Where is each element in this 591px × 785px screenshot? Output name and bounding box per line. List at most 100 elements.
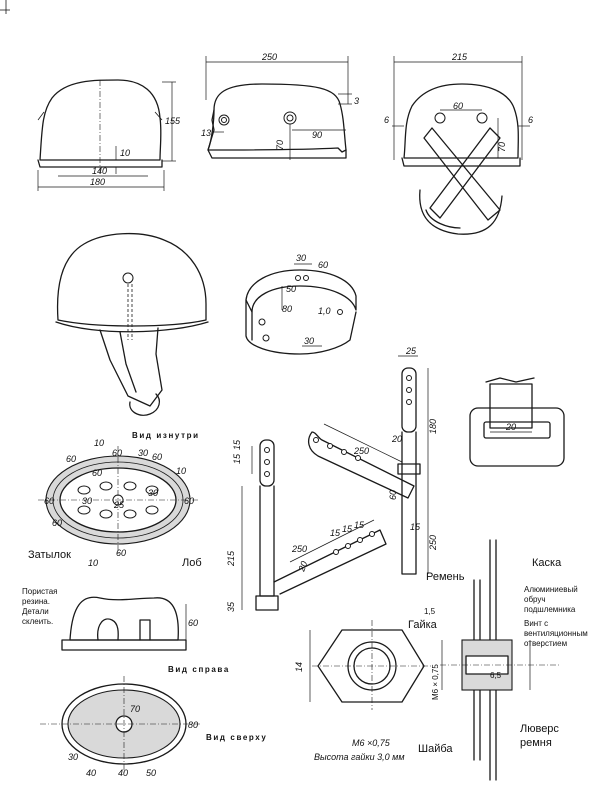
label-porous-2: резина.: [22, 597, 50, 606]
dim-ring-30-a: 30: [138, 448, 148, 458]
helmet-front-view: [37, 79, 176, 191]
label-nut-thread: M6 ×0,75: [352, 738, 391, 748]
dim-side-offset: 3: [354, 96, 359, 106]
label-washer: Шайба: [418, 743, 453, 755]
dim-band-50: 50: [286, 284, 296, 294]
dim-rear-margin-left: 6: [384, 115, 389, 125]
dim-ring-25: 25: [113, 500, 125, 510]
label-hoop-2: обруч: [524, 595, 546, 604]
dim-ring-60-e: 60: [52, 518, 62, 528]
label-porous-1: Пористая: [22, 587, 57, 596]
label-porous-4: склеить.: [22, 617, 53, 626]
label-nape: Затылок: [28, 549, 71, 561]
dim-strap-top-width: 25: [405, 346, 417, 356]
label-nut-height: Высота гайки 3,0 мм: [314, 752, 405, 762]
label-hoop-3: подшлемника: [524, 605, 576, 614]
dim-top-80: 80: [188, 720, 198, 730]
dim-side-hole-pos: 90: [312, 130, 322, 140]
dim-top-70: 70: [130, 704, 140, 714]
dim-rear-width: 215: [451, 52, 468, 62]
dim-ring-60-b: 60: [112, 448, 122, 458]
label-screw-2: вентиляционным: [524, 629, 588, 638]
dim-detail-6-5: 6,5: [490, 671, 502, 680]
dim-band-60: 60: [318, 260, 328, 270]
label-top-view: Вид сверху: [206, 733, 267, 742]
dim-strap-60: 60: [388, 490, 398, 500]
buckle-view: [469, 377, 565, 467]
label-right-view: Вид справа: [168, 665, 230, 674]
dim-ring-10-left: 10: [88, 558, 98, 568]
dim-band-30-lower: 30: [304, 336, 314, 346]
dim-ring-60-c: 60: [152, 452, 162, 462]
label-grommet-2: ремня: [520, 737, 552, 749]
dim-left-20: 20: [296, 560, 309, 574]
dim-left-35: 35: [226, 601, 236, 612]
dim-ring-60-left: 60: [44, 496, 54, 506]
dim-strap-250: 250: [353, 446, 369, 456]
label-forehead: Лоб: [182, 557, 202, 569]
dim-side-length: 250: [261, 52, 277, 62]
pad-top-view: [40, 676, 200, 774]
dim-top-40a: 40: [86, 768, 96, 778]
dim-strap-180: 180: [428, 419, 438, 434]
dim-front-gap: 10: [120, 148, 130, 158]
helmet-side-view: [205, 56, 352, 160]
dim-rear-hole-spacing: 60: [453, 101, 463, 111]
dim-strap-15: 15: [410, 522, 421, 532]
dim-left-250: 250: [291, 544, 307, 554]
nut-view: [309, 620, 432, 710]
left-strap-assembly: [241, 439, 387, 611]
dim-left-15d: 15: [342, 524, 353, 534]
dim-band-thickness: 1,0: [318, 306, 331, 316]
dim-front-base: 180: [90, 177, 105, 187]
dim-ring-60-a: 60: [66, 454, 76, 464]
helmet-with-straps-view: [55, 232, 209, 416]
dim-left-15a: 15: [232, 439, 242, 450]
label-inside-view: Вид изнутри: [132, 431, 200, 440]
dim-side-hole-height: 70: [275, 140, 285, 150]
dim-ring-10-top: 10: [94, 438, 104, 448]
dim-left-15b: 15: [232, 453, 242, 464]
pad-right-view: [61, 596, 187, 651]
chin-strap-assembly: [307, 355, 429, 575]
padding-ring-view: [38, 446, 200, 556]
dim-top-40b: 40: [118, 768, 128, 778]
label-grommet-1: Люверс: [520, 723, 559, 735]
dim-left-215: 215: [226, 550, 236, 567]
dim-ring-30-bottom: 30: [82, 496, 92, 506]
dim-left-15e: 15: [354, 520, 365, 530]
label-helmet: Каска: [532, 557, 562, 569]
dim-nut-14: 14: [294, 662, 304, 672]
dim-ring-60-bottom: 60: [116, 548, 126, 558]
dim-side-hole-margin: 13: [201, 128, 211, 138]
ring-pads: [77, 481, 159, 519]
label-screw-3: отверстием: [524, 639, 567, 648]
label-screw-1: Винт с: [524, 619, 548, 628]
dim-buckle-20: 20: [505, 422, 516, 432]
dim-left-15c: 15: [330, 528, 341, 538]
dim-top-50: 50: [146, 768, 156, 778]
dim-band-80: 80: [282, 304, 292, 314]
dim-strap-250-lower: 250: [428, 535, 438, 551]
dim-ring-10-right: 10: [176, 466, 186, 476]
headband-view: [245, 263, 357, 355]
dim-ring-30-b: 30: [148, 488, 158, 498]
label-hoop-1: Алюминиевый: [524, 585, 578, 594]
dim-front-height: 155: [165, 116, 181, 126]
label-strap: Ремень: [426, 571, 465, 583]
section-detail: [440, 539, 560, 781]
dim-detail-1-5: 1,5: [424, 607, 436, 616]
helmet-rear-view: [392, 56, 530, 235]
label-porous-3: Детали: [22, 607, 49, 616]
dim-detail-thread: M6 × 0,75: [431, 664, 440, 700]
dim-rear-margin-right: 6: [528, 115, 533, 125]
dim-ring-60-right: 60: [184, 496, 194, 506]
dim-ring-60-d: 60: [92, 468, 102, 478]
label-nut: Гайка: [408, 619, 438, 631]
dim-strap-20: 20: [391, 434, 402, 444]
dim-front-inner: 140: [92, 166, 107, 176]
dim-rear-hole-height: 70: [497, 142, 507, 152]
corner-mark: [0, 0, 10, 14]
